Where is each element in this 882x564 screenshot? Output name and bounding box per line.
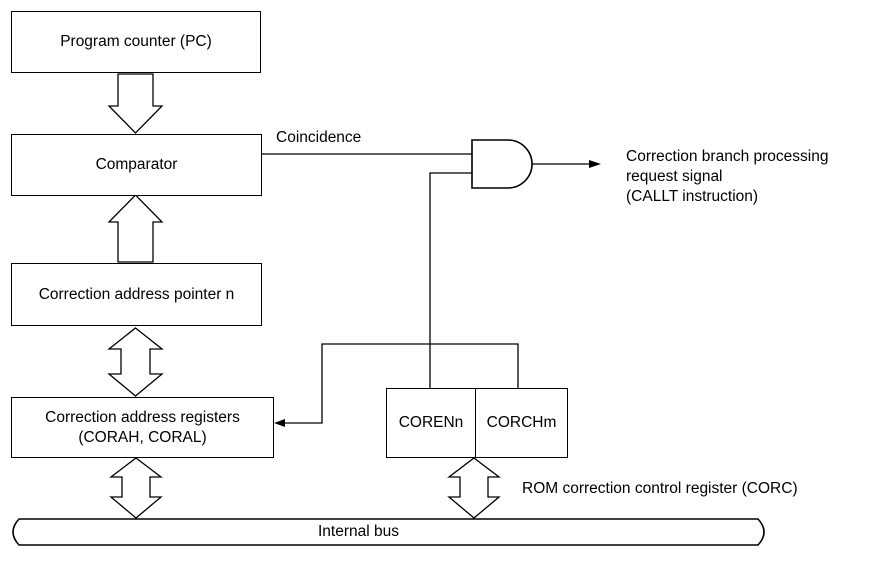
address-pointer-box: Correction address pointer n xyxy=(11,263,262,326)
channel-select-wire xyxy=(282,343,519,424)
comparator-label: Comparator xyxy=(95,156,178,174)
address-pointer-label: Correction address pointer n xyxy=(38,285,235,303)
coincidence-label: Coincidence xyxy=(276,129,362,146)
and-gate xyxy=(471,139,533,189)
pc-to-comparator-arrow xyxy=(107,73,164,134)
corc-cell-corenn-label: CORENn xyxy=(398,414,464,432)
corc-cell-corchm-label: CORCHm xyxy=(486,414,557,432)
corc-cell-corchm: CORCHm xyxy=(476,389,567,457)
gate-output-arrowhead xyxy=(589,160,601,168)
output-signal-line2: request signal xyxy=(626,168,723,185)
registers-input-arrowhead xyxy=(274,419,285,427)
program-counter-box: Program counter (PC) xyxy=(11,11,261,73)
corc-bus-double-arrow xyxy=(447,457,501,519)
comparator-box: Comparator xyxy=(11,134,262,196)
corc-register-label: ROM correction control register (CORC) xyxy=(522,480,798,497)
address-registers-label-line2: (CORAH, CORAL) xyxy=(78,428,207,446)
pointer-to-comparator-arrow xyxy=(107,194,164,263)
pointer-registers-double-arrow xyxy=(107,327,164,397)
program-counter-label: Program counter (PC) xyxy=(60,33,212,51)
corc-cell-corenn: CORENn xyxy=(387,389,476,457)
internal-bus-label: Internal bus xyxy=(318,523,399,540)
corc-register-box: CORENn CORCHm xyxy=(386,388,568,458)
address-registers-label-line1: Correction address registers xyxy=(45,409,240,427)
registers-bus-double-arrow xyxy=(109,457,163,519)
output-signal-label: Correction branch processing request sig… xyxy=(626,147,828,207)
output-signal-line3: (CALLT instruction) xyxy=(626,188,759,205)
address-registers-box: Correction address registers (CORAH, COR… xyxy=(11,397,274,458)
internal-bus-shape xyxy=(12,518,765,546)
enable-wire xyxy=(429,172,472,388)
output-signal-line1: Correction branch processing xyxy=(626,148,829,165)
